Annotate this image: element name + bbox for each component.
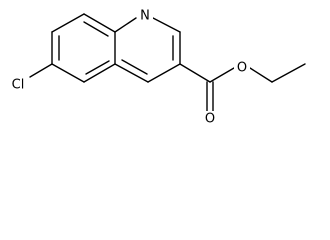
bond-c6-cl	[29, 63, 53, 78]
nitrogen-label: N	[140, 9, 150, 24]
molecule-diagram: N Cl O O	[7, 8, 306, 128]
bond-c5-c4a-inner	[85, 60, 110, 75]
nitrogen-atom: N	[137, 8, 153, 25]
carbonyl-oxygen-atom: O	[202, 111, 218, 128]
bond-c5-c4a	[83, 63, 116, 83]
bond-c8a-c8	[83, 13, 116, 33]
bond-c3-c4	[147, 63, 181, 83]
carbonyl-oxygen-label: O	[205, 112, 215, 127]
bond-carbonyl-ester-o	[209, 67, 235, 83]
chlorine-label: Cl	[12, 78, 25, 93]
ester-oxygen-atom: O	[234, 60, 250, 77]
chlorine-atom: Cl	[7, 76, 29, 93]
ester-oxygen-label: O	[237, 61, 247, 76]
bond-c4-c4a-inner	[121, 59, 148, 75]
bond-c8a-n1	[114, 17, 137, 33]
bond-c8-c7	[51, 13, 85, 33]
bond-ch2-ch3	[271, 63, 306, 83]
bond-c8a-c8-inner	[83, 21, 109, 37]
bond-c6-c5	[51, 63, 85, 83]
bond-n1-c2	[152, 17, 181, 33]
bond-c3-carbonyl	[179, 63, 211, 83]
bond-c4-c4a	[114, 63, 149, 83]
bond-ester-o-ch2	[249, 67, 273, 83]
